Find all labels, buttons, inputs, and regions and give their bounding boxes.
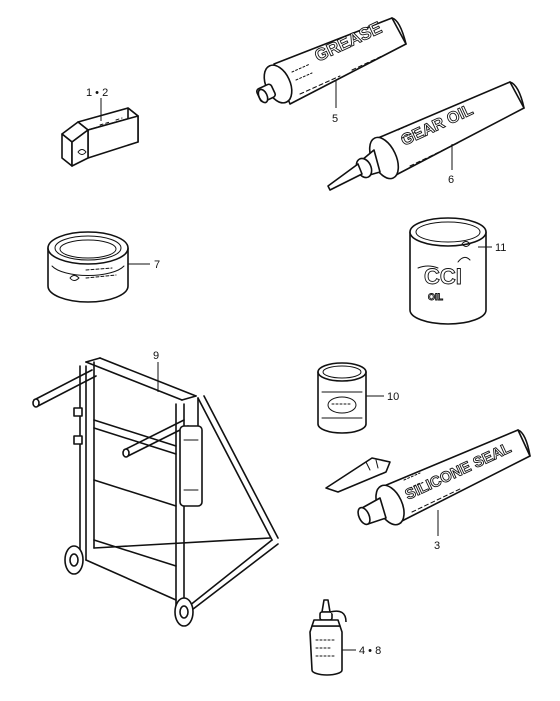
part-4-8-bottle bbox=[309, 599, 356, 676]
part-7-tin bbox=[47, 231, 150, 303]
callout-1-2: 1 • 2 bbox=[86, 87, 108, 99]
part-6-gear-oil-tube: GEAR OIL bbox=[327, 81, 525, 191]
callout-3: 3 bbox=[434, 540, 440, 552]
callout-7: 7 bbox=[154, 259, 160, 271]
oil-label: OIL bbox=[428, 292, 444, 302]
part-10-small-can bbox=[317, 362, 384, 434]
callout-6: 6 bbox=[448, 174, 454, 186]
part-5-grease-tube: GREASE bbox=[255, 17, 407, 108]
cci-label: CCI bbox=[424, 264, 462, 289]
callout-4-8: 4 • 8 bbox=[359, 645, 381, 657]
part-1-2-block bbox=[61, 98, 139, 167]
callout-9: 9 bbox=[153, 350, 159, 362]
callout-10: 10 bbox=[387, 391, 399, 403]
part-11-can: CCI OIL bbox=[409, 217, 492, 325]
callout-11: 11 bbox=[495, 242, 506, 254]
callout-5: 5 bbox=[332, 113, 338, 125]
part-9-stand bbox=[32, 357, 279, 627]
part-3-silicone-tube: SILICONE SEAL bbox=[325, 429, 531, 536]
